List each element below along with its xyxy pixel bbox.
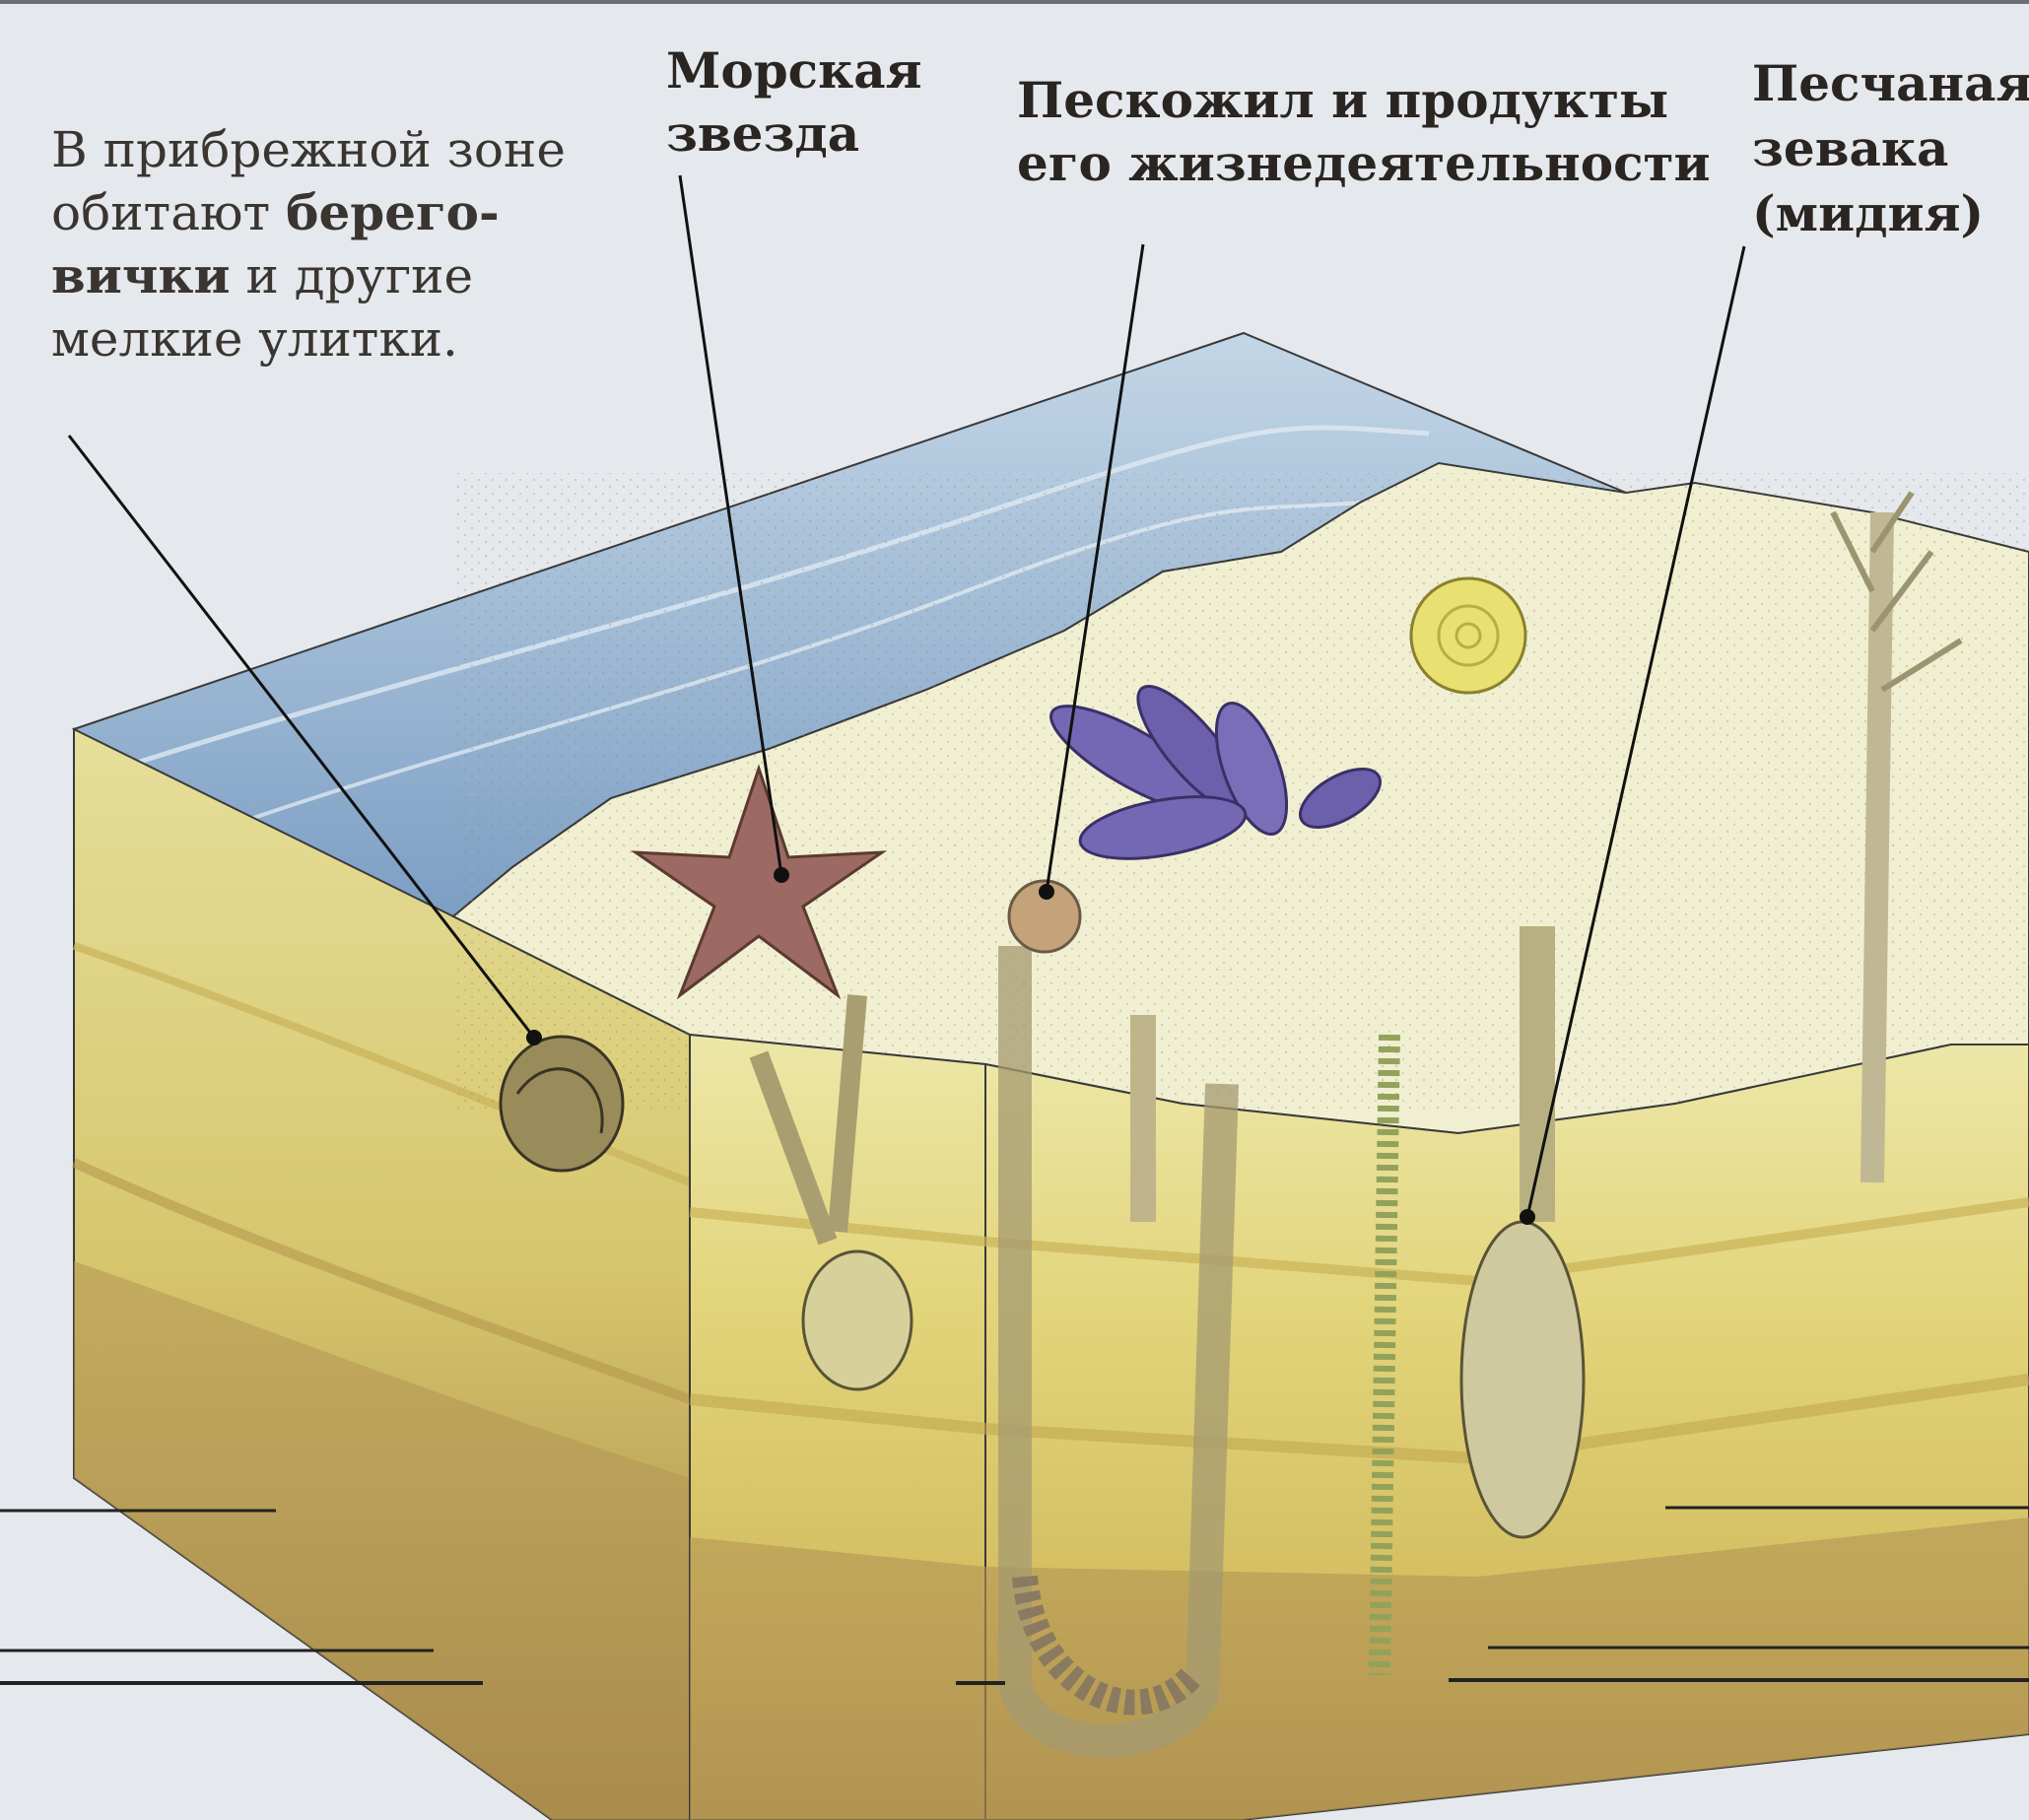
label-sand-gaper: Песчаная зевака (мидия) [1752,51,2029,246]
label-line: (мидия) [1752,181,2029,246]
label-shore-periwinkles: В прибрежной зоне обитают берего- вички … [51,118,566,371]
label-line: мелкие улитки. [51,307,566,371]
label-line: вички и другие [51,244,566,307]
burrow-tube [1380,1035,1389,1675]
periwinkle-snail [501,1037,623,1171]
label-lugworm: Пескожил и продукты его жизнедеятельност… [1017,69,1711,195]
yellow-snail-illustration [1411,578,1525,693]
leader-dot [774,867,789,883]
label-line: звезда [666,102,922,166]
label-line: его жизнедеятельности [1017,132,1711,195]
buried-clam [803,1251,912,1389]
label-starfish: Морская звезда [666,39,922,166]
label-bold-text: берего- [286,183,500,241]
label-text: обитают [51,184,286,241]
label-line: В прибрежной зоне [51,118,566,181]
label-text: и другие [231,247,473,304]
burrow-tube [1872,512,1882,1182]
leader-dot [1520,1209,1535,1225]
label-line: обитают берего- [51,181,566,244]
label-line: Морская [666,39,922,102]
label-line: Пескожил и продукты [1017,69,1711,132]
leader-dot [526,1030,542,1045]
leader-dot [1039,884,1054,900]
label-line: Песчаная [1752,51,2029,116]
sand-gaper-clam [1461,1222,1584,1537]
label-line: зевака [1752,116,2029,181]
label-bold-text: вички [51,246,231,304]
